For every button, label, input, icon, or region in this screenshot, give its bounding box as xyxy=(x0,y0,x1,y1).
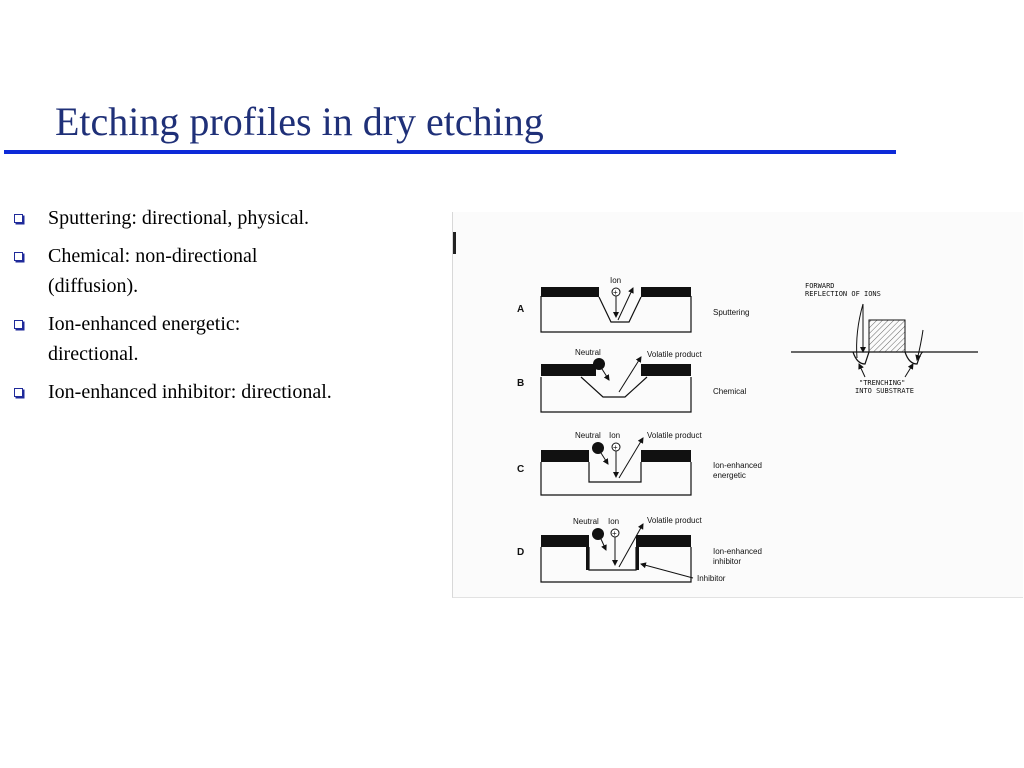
neutral-particle-icon xyxy=(592,442,604,454)
bullet-text: Ion-enhanced energetic: directional. xyxy=(48,313,241,365)
title-underline xyxy=(4,150,896,154)
row-c-ion-energetic: C Neutral Ion + Volatile product Ion-enh… xyxy=(517,431,762,496)
bullet-item-chemical: Chemical: non-directional (diffusion). xyxy=(14,241,348,301)
inset-top-line2: REFLECTION OF IONS xyxy=(805,290,881,298)
square-bullet-icon xyxy=(14,388,23,397)
neutral-label: Neutral xyxy=(573,517,599,526)
slide-title: Etching profiles in dry etching xyxy=(55,99,544,144)
svg-text:+: + xyxy=(613,443,618,452)
trenching-inset: FORWARD REFLECTION OF IONS "TRENCHING" I… xyxy=(791,282,978,395)
neutral-particle-icon xyxy=(592,528,604,540)
row-letter-d: D xyxy=(517,547,524,558)
trench-right xyxy=(904,351,924,365)
row-letter-b: B xyxy=(517,378,524,389)
inhibitor-arrow xyxy=(640,562,694,579)
product-arrow xyxy=(618,356,642,393)
hatched-mask-feature xyxy=(868,319,906,353)
etching-diagram: A Ion + Sputtering B Neutral Volatile pr… xyxy=(453,232,978,583)
ion-label: Ion xyxy=(610,276,621,285)
mask-right xyxy=(641,450,691,462)
reflection-arc xyxy=(856,303,864,359)
mask-right xyxy=(636,535,691,547)
row-caption-line1: Ion-enhanced xyxy=(713,547,762,556)
row-b-chemical: B Neutral Volatile product Chemical xyxy=(517,348,747,413)
neutral-label: Neutral xyxy=(575,348,601,357)
trench-left xyxy=(852,351,870,365)
bullet-text: Chemical: non-directional (diffusion). xyxy=(48,245,258,297)
square-bullet-icon xyxy=(14,214,23,223)
mask-right xyxy=(641,287,691,297)
bullet-list: Sputtering: directional, physical. Chemi… xyxy=(14,203,424,415)
isotropic-profile xyxy=(580,376,648,398)
product-arrow xyxy=(618,437,644,479)
row-caption-line1: Ion-enhanced xyxy=(713,461,762,470)
row-d-ion-inhibitor: D Neutral Ion + Volatile product Inhibit… xyxy=(517,516,762,583)
bullet-text: Ion-enhanced inhibitor: directional. xyxy=(48,381,332,403)
bullet-item-ion-inhibitor: Ion-enhanced inhibitor: directional. xyxy=(14,377,424,407)
product-label: Volatile product xyxy=(647,431,702,440)
bullet-item-sputtering: Sputtering: directional, physical. xyxy=(14,203,424,233)
row-caption-line2: inhibitor xyxy=(713,557,741,566)
substrate-outline xyxy=(540,462,692,496)
inset-bottom-line2: INTO SUBSTRATE xyxy=(855,387,914,395)
product-label: Volatile product xyxy=(647,350,702,359)
inset-top-line1: FORWARD xyxy=(805,282,835,290)
row-caption: Sputtering xyxy=(713,308,749,317)
etching-profiles-figure: A Ion + Sputtering B Neutral Volatile pr… xyxy=(452,212,1023,598)
ion-label: Ion xyxy=(609,431,620,440)
mask-left xyxy=(541,450,589,462)
anisotropic-profile xyxy=(588,547,637,571)
square-bullet-icon xyxy=(14,320,23,329)
scan-edge-mark xyxy=(453,232,456,254)
ion-label: Ion xyxy=(608,517,619,526)
mask-left xyxy=(541,364,596,376)
reflect-arrow xyxy=(617,287,634,321)
substrate-outline xyxy=(540,296,692,333)
row-letter-a: A xyxy=(517,304,524,315)
row-caption-line2: energetic xyxy=(713,471,746,480)
neutral-label: Neutral xyxy=(575,431,601,440)
neutral-particle-icon xyxy=(593,358,605,370)
anisotropic-profile xyxy=(588,462,642,483)
substrate-outline xyxy=(540,377,692,413)
row-letter-c: C xyxy=(517,464,524,475)
product-label: Volatile product xyxy=(647,516,702,525)
row-caption: Chemical xyxy=(713,387,747,396)
inhibitor-wall-left xyxy=(586,547,589,570)
bullet-item-ion-energetic: Ion-enhanced energetic: directional. xyxy=(14,309,333,369)
inhibitor-wall-right xyxy=(636,547,639,570)
svg-text:+: + xyxy=(613,288,618,297)
row-a-sputtering: A Ion + Sputtering xyxy=(517,276,749,333)
v-groove-profile xyxy=(598,296,642,323)
inhibitor-label: Inhibitor xyxy=(697,574,726,583)
product-arrow xyxy=(618,523,644,568)
mask-left xyxy=(541,287,599,297)
substrate-outline xyxy=(540,547,692,583)
inset-bottom-line1: "TRENCHING" xyxy=(859,379,905,387)
mask-left xyxy=(541,535,589,547)
square-bullet-icon xyxy=(14,252,23,261)
bullet-text: Sputtering: directional, physical. xyxy=(48,207,310,229)
mask-right xyxy=(641,364,691,376)
svg-text:+: + xyxy=(612,529,617,538)
